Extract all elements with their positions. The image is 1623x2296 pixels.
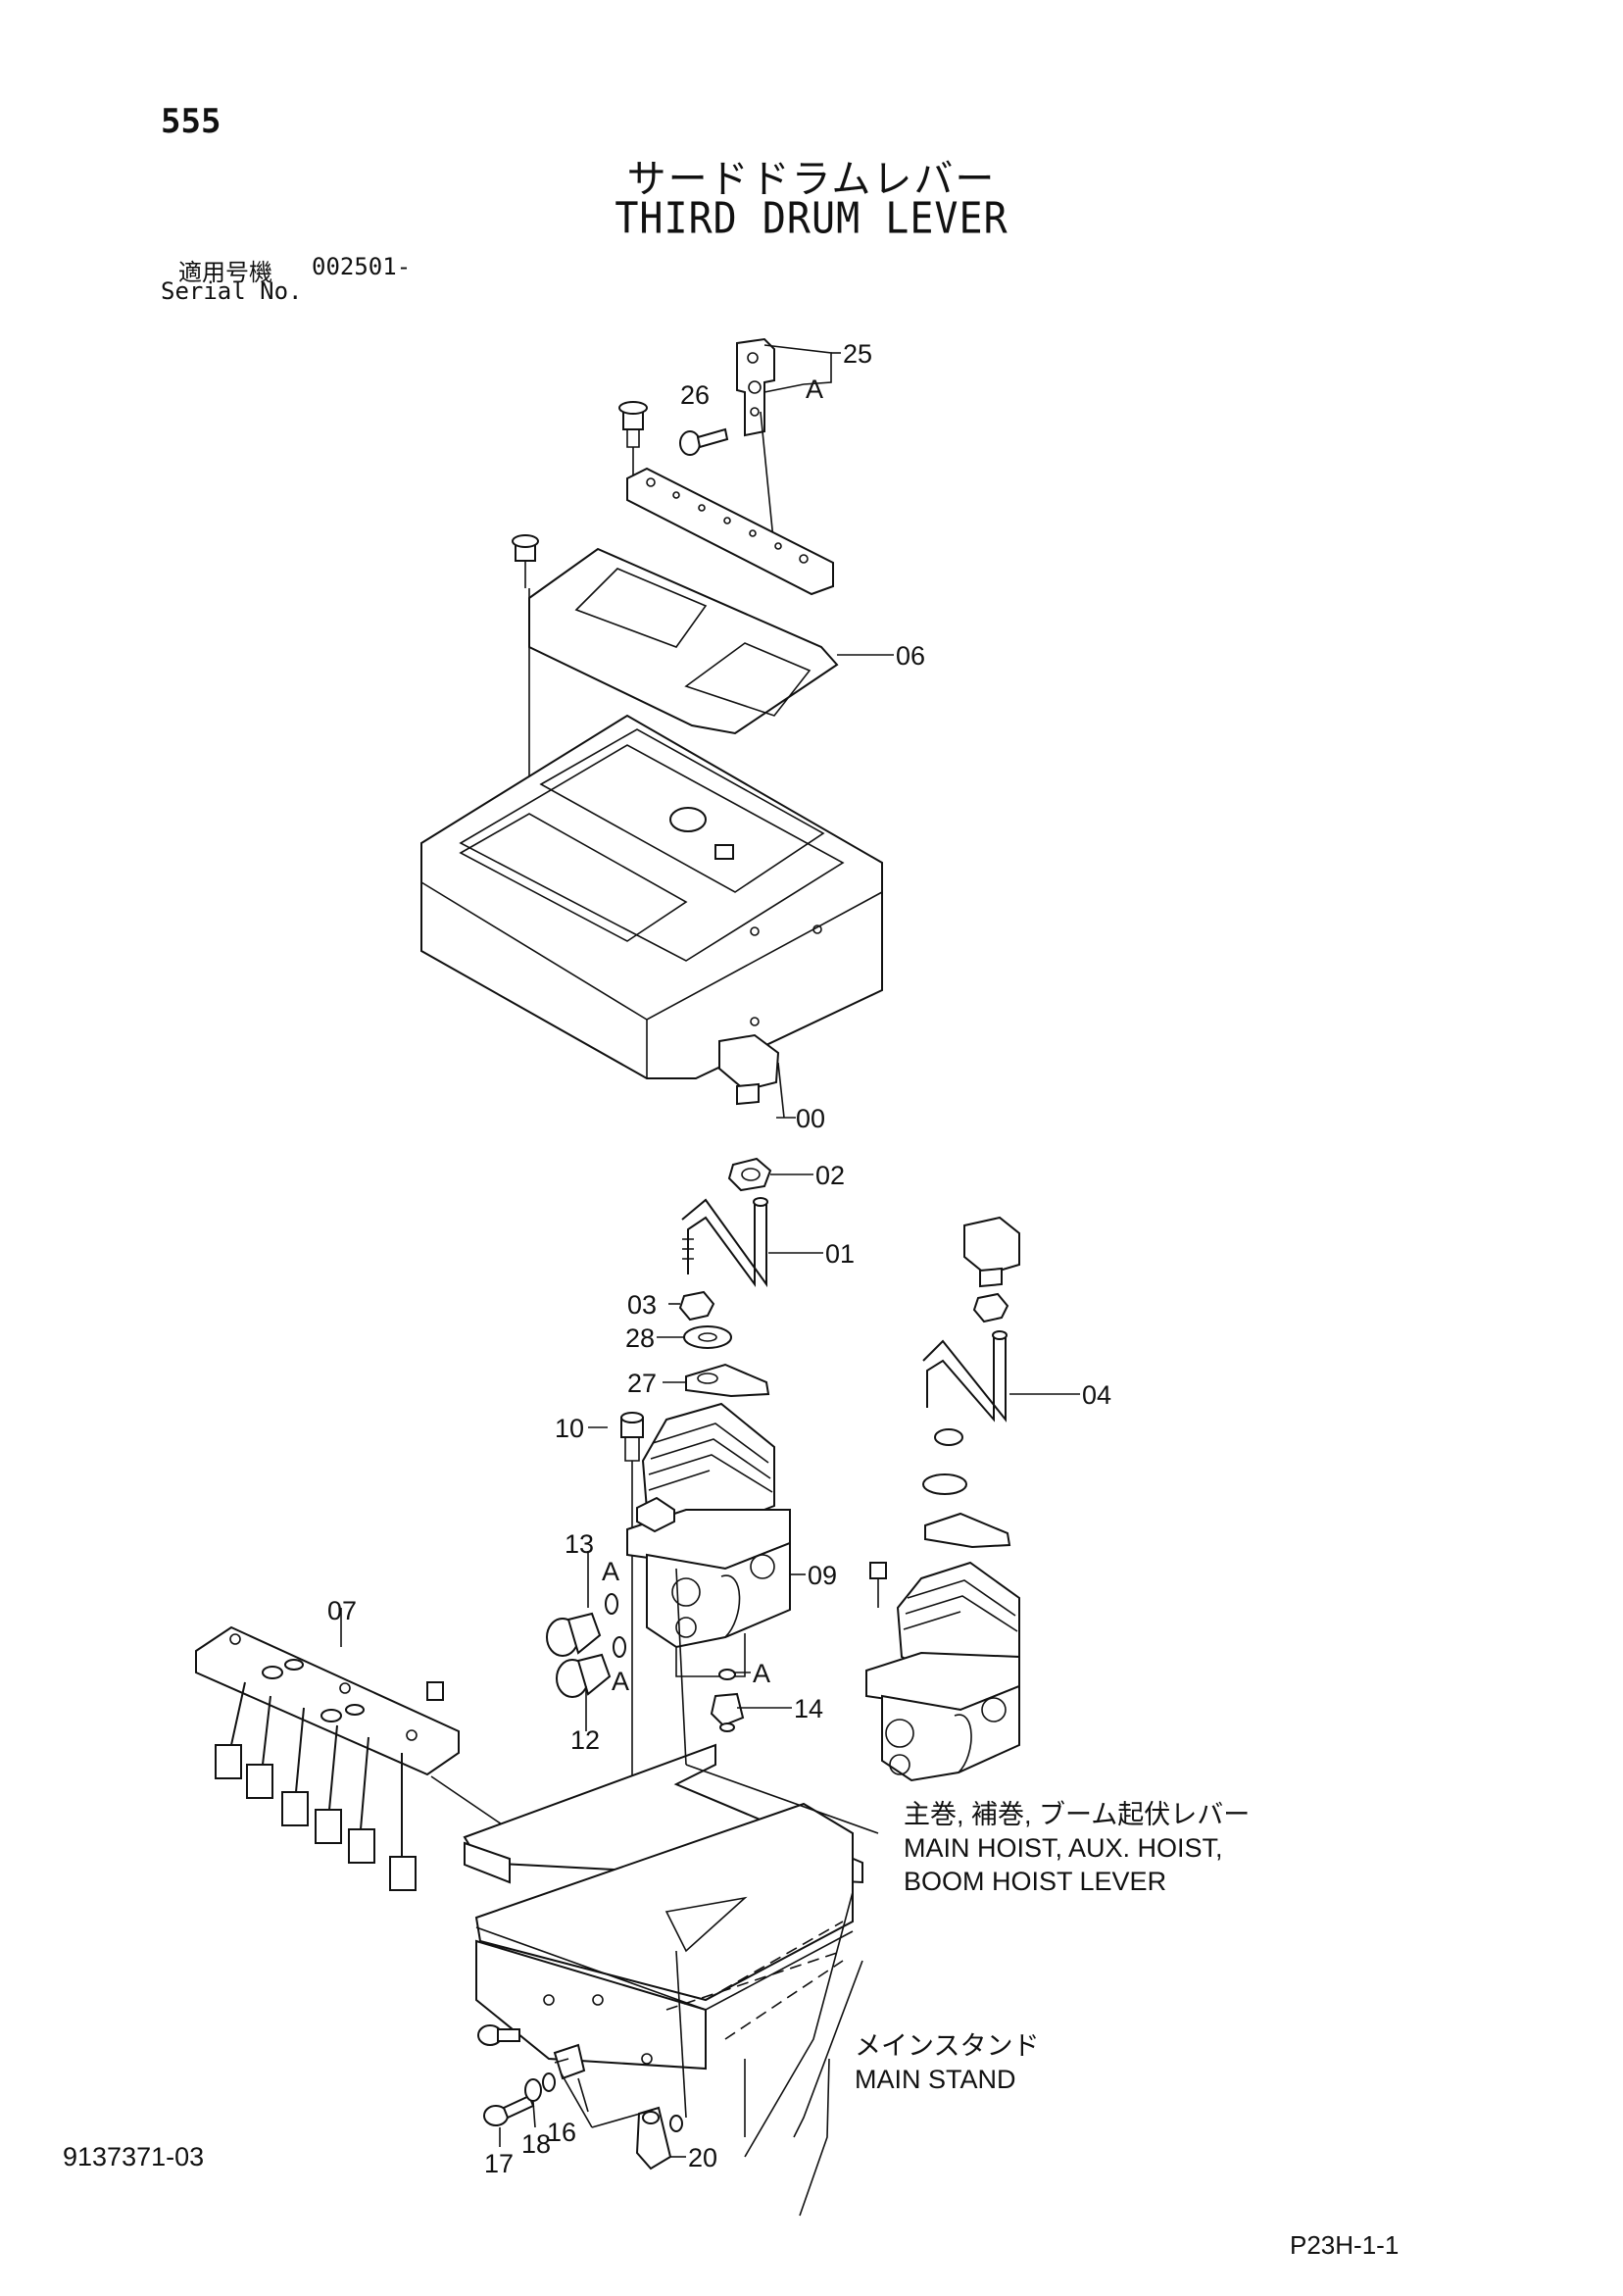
fitting-part-14 — [710, 1669, 745, 1732]
plate-part-27 — [685, 1363, 770, 1398]
serial-number-value: 002501- — [312, 253, 412, 280]
callout-28: 28 — [625, 1323, 655, 1353]
valve-assembly-part-09 — [626, 1402, 791, 1677]
screw-part-26 — [679, 427, 729, 456]
callout-a-12: A — [612, 1667, 629, 1696]
fitting-part-12 — [556, 1636, 626, 1698]
callout-13: 13 — [565, 1529, 594, 1559]
bolt-gasket-left — [512, 534, 539, 588]
console-housing — [420, 714, 883, 1079]
washer-part-28 — [683, 1325, 732, 1349]
bolt-top-left — [618, 401, 648, 480]
lever-rod-part-01 — [681, 1197, 768, 1288]
clamp-part-16 — [553, 2043, 586, 2080]
lever-note-english-1: MAIN HOIST, AUX. HOIST, — [904, 1833, 1223, 1863]
nut-part-03 — [678, 1290, 715, 1322]
callout-03: 03 — [627, 1290, 657, 1320]
nut-part-02 — [727, 1157, 772, 1192]
callout-a-13: A — [602, 1557, 619, 1586]
clip-part-20 — [635, 2106, 683, 2171]
callout-14: 14 — [794, 1694, 823, 1723]
callout-20: 20 — [688, 2143, 717, 2172]
washer-part-18 — [524, 2072, 556, 2102]
document-number: 9137371-03 — [63, 2142, 205, 2171]
callout-00: 00 — [796, 1104, 825, 1133]
callout-04: 04 — [1082, 1380, 1111, 1410]
stand-note-english: MAIN STAND — [855, 2065, 1016, 2094]
callout-17: 17 — [484, 2149, 514, 2178]
callout-07: 07 — [327, 1596, 357, 1625]
callout-a-top: A — [806, 374, 823, 404]
lever-note-english-2: BOOM HOIST LEVER — [904, 1867, 1167, 1896]
callout-06: 06 — [896, 641, 925, 671]
callout-09: 09 — [808, 1561, 837, 1590]
lever-note-japanese: 主巻, 補巻, ブーム起伏レバー — [904, 1800, 1251, 1829]
callout-12: 12 — [570, 1725, 600, 1755]
stand-note-japanese: メインスタンド — [855, 2031, 1040, 2061]
title-japanese: サードドラムレバー — [626, 157, 997, 202]
callout-01: 01 — [825, 1239, 855, 1269]
callout-18: 18 — [521, 2129, 551, 2159]
callout-27: 27 — [627, 1369, 657, 1398]
bolt-upper-left-stand — [477, 2024, 520, 2046]
callout-02: 02 — [815, 1161, 845, 1190]
fitting-part-13 — [546, 1593, 618, 1657]
callout-25: 25 — [843, 339, 872, 369]
page-number: 555 — [161, 102, 221, 141]
main-hoist-lever-assembly — [865, 1216, 1020, 1782]
page-reference: P23H-1-1 — [1290, 2230, 1400, 2260]
knob-part-00 — [718, 1033, 780, 1106]
callout-16: 16 — [547, 2118, 576, 2147]
callout-26: 26 — [680, 380, 710, 410]
mounting-strip — [626, 467, 834, 596]
bracket-part-25 — [736, 337, 775, 437]
gasket-part-06 — [528, 547, 839, 735]
bolt-part-17 — [483, 2094, 535, 2126]
title-english: THIRD DRUM LEVER — [615, 193, 1008, 244]
main-stand — [463, 1743, 863, 2119]
serial-label-english: Serial No. — [161, 277, 303, 305]
callout-a-14: A — [753, 1659, 770, 1688]
callout-10: 10 — [555, 1414, 584, 1443]
harness-part-07 — [195, 1625, 460, 1891]
serial-label-japanese: 適用号機 — [178, 259, 272, 286]
